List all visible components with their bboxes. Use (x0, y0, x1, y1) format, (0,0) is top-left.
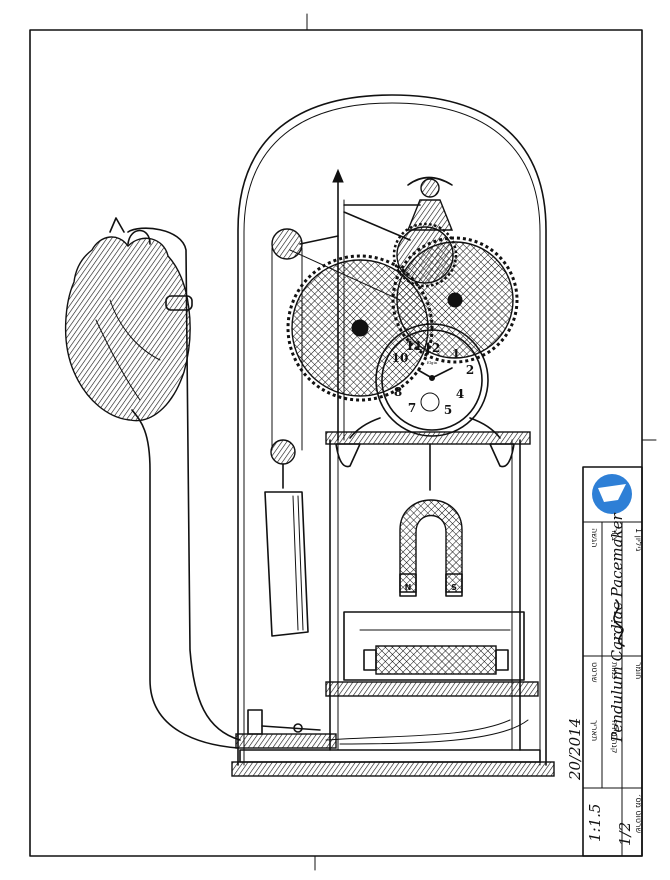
glass-bell-jar (237, 94, 547, 766)
gear-train (286, 222, 519, 402)
clock-brand: Elgin (427, 360, 438, 365)
clock-numeral: 1 (452, 347, 460, 361)
escapement-rocker (343, 176, 454, 241)
magnet-north-label: N (405, 583, 412, 592)
anatomical-heart (64, 217, 193, 422)
pendulum-weight (264, 439, 309, 637)
clock-numeral: 12 (424, 341, 441, 355)
horseshoe-magnet: N S (399, 443, 463, 597)
title-block-row-label: שרטט (590, 662, 599, 683)
magnet-south-label: S (451, 583, 457, 592)
title-block-row-label: חומר (634, 662, 643, 679)
title-block-row-label: כמות (610, 662, 619, 679)
clock-numeral: 5 (444, 403, 452, 417)
drawing-date: 20/2014 (566, 718, 584, 781)
clock-numeral: 8 (394, 385, 402, 399)
blue-emblem-icon (592, 474, 632, 514)
pendulum-pulley (271, 228, 401, 451)
title-block-sheet-label: גיליון 1 (634, 528, 643, 552)
clock-numeral: 10 (392, 351, 409, 365)
clock-numeral: 4 (456, 387, 464, 401)
contact-switch (235, 709, 337, 749)
title-block-header-label: הגשה (590, 528, 599, 547)
clockwork-frame (325, 168, 531, 751)
induction-coil (325, 611, 539, 697)
title-block-header-label: ציור (610, 528, 619, 541)
clock-numeral: 2 (466, 363, 474, 377)
sheet-border (29, 13, 657, 871)
signature-mark (613, 599, 625, 647)
pocket-watch: 12 1 2 3 4 5 6 7 8 9 10 11 Elgin (349, 323, 501, 439)
title-block-row-label: תאריך (590, 720, 599, 741)
wiring (127, 227, 529, 749)
base-plate (231, 749, 555, 777)
title-block-row-label: שרטוט מס׳ (634, 794, 643, 834)
drawing-number: 1/2 (616, 822, 634, 846)
clock-numeral: 7 (408, 401, 416, 415)
title-block-row-label: קנה מידה (610, 720, 619, 754)
drawing-title: Pendulum Cardiac Pacemaker (608, 512, 626, 743)
title-block: גיליון 1 ציור הגשה חומר כמות שרטט קנה מי… (566, 466, 643, 857)
drawing-scale: 1:1.5 (586, 804, 604, 842)
clock-numeral: 11 (406, 339, 423, 353)
